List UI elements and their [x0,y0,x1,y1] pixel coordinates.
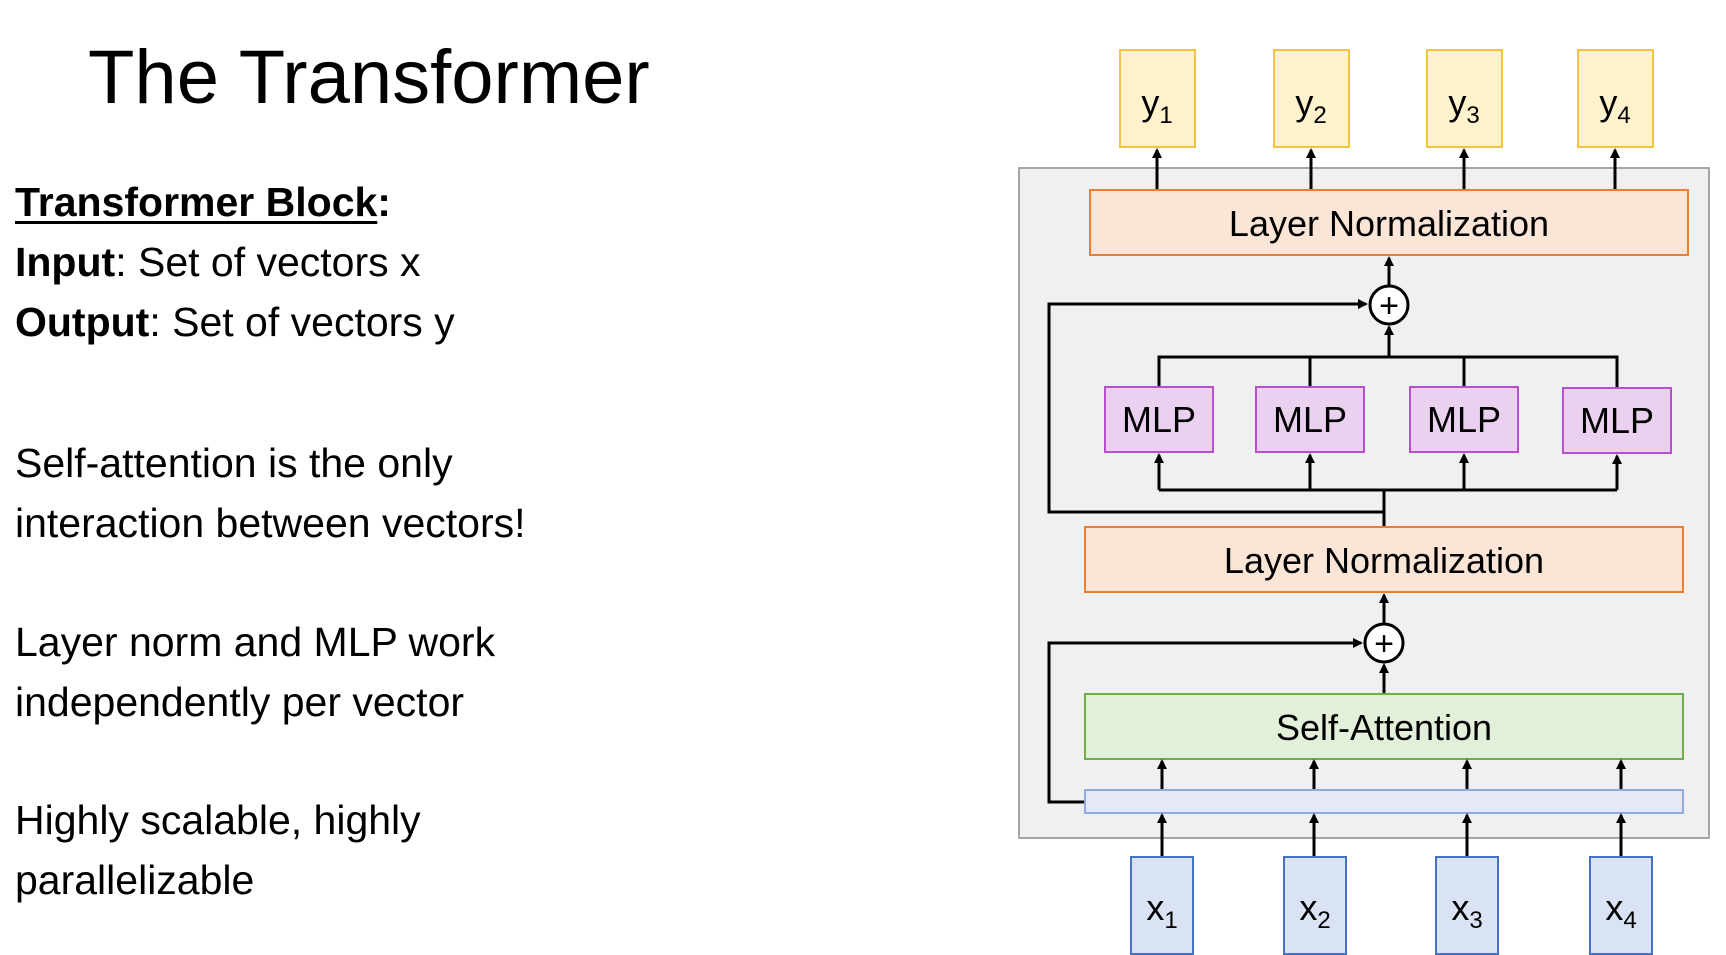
transformer-block-heading: Transformer Block: [15,172,455,232]
input-box [1130,856,1194,955]
note-self-attention: Self-attention is the only interaction b… [15,433,526,553]
note-self-attention-line2: interaction between vectors! [15,500,526,546]
mlp-box-4: MLP [1562,387,1672,454]
mlp-box [1255,386,1365,453]
mlp-label: MLP [1427,399,1501,440]
input-vectors: x1 x2 x3 x4 [1130,856,1653,955]
mlp-merge-lines [1157,325,1619,387]
input-label: x1 [1146,887,1177,934]
mlp-box [1104,386,1214,453]
slide-title: The Transformer [88,35,650,120]
residual-add-top: + [1368,284,1410,326]
residual-add-bottom: + [1363,622,1405,664]
output-vector-y4: y4 [1577,49,1654,148]
layer-norm-top-label: Layer Normalization [1229,203,1549,244]
input-vector-x1: x1 [1130,856,1194,955]
transformer-block-heading-colon: : [377,179,391,225]
output-text: : Set of vectors y [149,299,455,345]
mlp-box-1: MLP [1104,386,1214,453]
self-attention-label: Self-Attention [1276,707,1492,748]
transformer-block-heading-text: Transformer Block [15,179,378,225]
input-label: Input [15,239,116,285]
attention-input-arrows [1157,759,1626,790]
output-box [1426,49,1503,148]
output-vector-y3: y3 [1426,49,1503,148]
output-label: y3 [1448,82,1479,129]
note-scalability: Highly scalable, highly parallelizable [15,790,421,910]
input-box [1283,856,1347,955]
output-vector-y2: y2 [1273,49,1350,148]
transformer-block-description: Transformer Block: Input: Set of vectors… [15,172,455,352]
output-box [1119,49,1196,148]
output-label: Output [15,299,150,345]
input-label: x2 [1299,887,1330,934]
output-arrows [1152,148,1620,190]
note-scalability-line2: parallelizable [15,857,255,903]
self-attention-layer: Self-Attention [1084,693,1684,760]
input-box [1589,856,1653,955]
mlp-box-3: MLP [1409,386,1519,453]
output-label: y4 [1599,82,1630,129]
note-layernorm-mlp-line2: independently per vector [15,679,465,725]
output-box [1273,49,1350,148]
output-vector-y1: y1 [1119,49,1196,148]
add-symbol: + [1374,625,1394,663]
mlp-layer: MLP MLP MLP MLP [1104,386,1672,454]
output-vectors: y1 y2 y3 y4 [1119,49,1654,148]
note-scalability-line1: Highly scalable, highly [15,797,421,843]
input-arrows [1157,813,1626,857]
layer-norm-top: Layer Normalization [1089,189,1689,256]
add-circle [1363,622,1405,664]
add-symbol: + [1379,287,1399,325]
output-label: y2 [1295,82,1326,129]
mlp-label: MLP [1580,400,1654,441]
mlp-box-2: MLP [1255,386,1365,453]
input-label: x4 [1605,887,1636,934]
add-circle [1368,284,1410,326]
input-vector-x3: x3 [1435,856,1499,955]
input-vector-x2: x2 [1283,856,1347,955]
residual-connection-bottom [1047,638,1363,804]
input-collection-bar [1084,789,1684,814]
mlp-box [1562,387,1672,454]
layer-norm-bottom: Layer Normalization [1084,526,1684,593]
input-box [1435,856,1499,955]
mlp-box [1409,386,1519,453]
output-label: y1 [1141,82,1172,129]
mlp-label: MLP [1122,399,1196,440]
input-line: Input: Set of vectors x [15,232,455,292]
layer-norm-top-box [1089,189,1689,256]
input-vector-x4: x4 [1589,856,1653,955]
self-attention-box [1084,693,1684,760]
output-box [1577,49,1654,148]
input-label: x3 [1451,887,1482,934]
mlp-input-lines [1154,453,1622,527]
note-layernorm-mlp-line1: Layer norm and MLP work [15,619,496,665]
layer-norm-bottom-label: Layer Normalization [1224,540,1544,581]
note-layernorm-mlp: Layer norm and MLP work independently pe… [15,612,495,732]
note-self-attention-line1: Self-attention is the only [15,440,453,486]
input-text: : Set of vectors x [115,239,421,285]
layer-norm-bottom-box [1084,526,1684,593]
mlp-label: MLP [1273,399,1347,440]
output-line: Output: Set of vectors y [15,292,455,352]
